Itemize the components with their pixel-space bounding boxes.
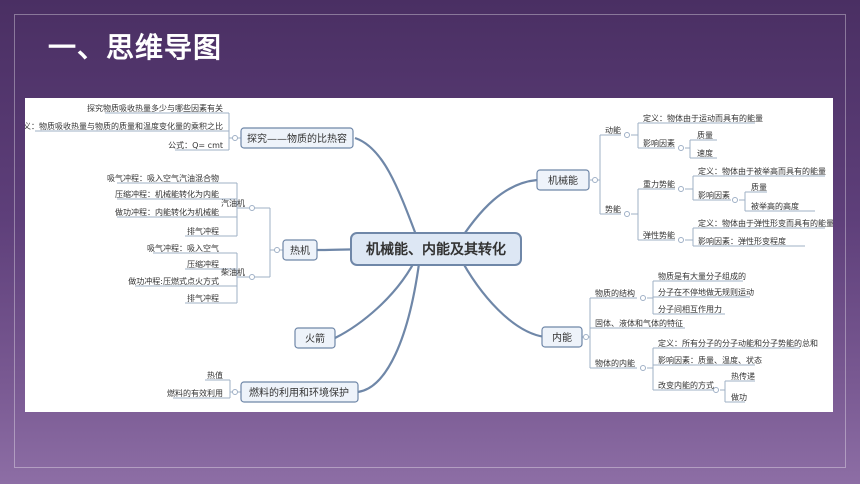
diesel-stroke: 吸气冲程：吸入空气: [147, 243, 219, 253]
center-box: [350, 232, 522, 266]
change-way: 做功: [731, 392, 747, 402]
node-gravity-potential: 重力势能: [643, 179, 675, 189]
gravity-factors: 影响因素: [698, 190, 730, 200]
kinetic-factor: 质量: [697, 130, 713, 140]
node-diesel: 柴油机: [221, 267, 245, 277]
slide-frame: [14, 14, 846, 468]
node-phases: 固体、液体和气体的特征: [595, 318, 683, 328]
elastic-factors: 影响因素：弹性形变程度: [698, 236, 786, 246]
mind-map-canvas: 机械能、内能及其转化 探究——物质的比热容 热机 火箭 燃料的利用和环境保护 探…: [25, 103, 833, 403]
node-elastic-potential: 弹性势能: [643, 230, 675, 240]
node-structure: 物质的结构: [595, 288, 635, 298]
gasoline-stroke: 压缩冲程：机械能转化为内能: [115, 189, 219, 199]
diesel-stroke: 排气冲程: [187, 293, 219, 303]
change-way: 热传递: [731, 371, 755, 381]
node-mechanical: 机械能: [548, 174, 578, 187]
node-object-internal: 物体的内能: [595, 358, 635, 368]
collapse-dots: [232, 132, 738, 395]
explore-leaf: 定义：物质吸收热量与物质的质量和温度变化量的乘积之比: [25, 121, 223, 131]
node-boxes: [240, 127, 590, 403]
internal-definition: 定义：所有分子的分子动能和分子势能的总和: [658, 338, 818, 348]
gravity-definition: 定义：物体由于被举高而具有的能量: [698, 166, 826, 176]
structure-item: 分子间相互作用力: [658, 304, 722, 314]
fuel-leaf: 燃料的有效利用: [167, 388, 223, 398]
explore-leaf: 探究物质吸收热量多少与哪些因素有关: [87, 103, 223, 113]
gasoline-stroke: 做功冲程：内能转化为机械能: [115, 207, 219, 217]
elastic-definition: 定义：物体由于弹性形变而具有的能量: [698, 218, 833, 228]
kinetic-definition: 定义：物体由于运动而具有的能量: [643, 113, 763, 123]
gravity-factor: 质量: [751, 182, 767, 192]
node-heat-engine: 热机: [290, 244, 310, 257]
fuel-leaf: 热值: [207, 370, 223, 380]
diesel-stroke: 做功冲程:压燃式点火方式: [128, 276, 219, 286]
structure-item: 分子在不停地做无规则运动: [658, 287, 754, 297]
node-fuel: 燃料的利用和环境保护: [249, 386, 349, 399]
mind-map: 机械能、内能及其转化 探究——物质的比热容 热机 火箭 燃料的利用和环境保护 探…: [25, 98, 833, 412]
connector-lines: [35, 112, 825, 403]
node-kinetic: 动能: [605, 125, 621, 135]
diesel-stroke: 压缩冲程: [187, 259, 219, 269]
node-gasoline: 汽油机: [221, 198, 245, 208]
gravity-factor: 被举高的高度: [751, 201, 799, 211]
internal-factors: 影响因素：质量、温度、状态: [658, 355, 762, 365]
explore-leaf: 公式：Q= cmt: [168, 140, 223, 150]
node-explore: 探究——物质的比热容: [247, 132, 347, 145]
structure-item: 物质是有大量分子组成的: [658, 271, 746, 281]
node-potential: 势能: [605, 204, 621, 214]
slide-title: 一、思维导图: [48, 31, 223, 64]
node-rocket: 火箭: [305, 332, 325, 345]
node-internal: 内能: [552, 331, 572, 344]
node-change-internal: 改变内能的方式: [658, 380, 714, 390]
gasoline-stroke: 吸气冲程：吸入空气汽油混合物: [107, 173, 219, 183]
kinetic-factors: 影响因素: [643, 138, 675, 148]
gasoline-stroke: 排气冲程: [187, 226, 219, 236]
center-topic: 机械能、内能及其转化: [366, 241, 506, 258]
kinetic-factor: 速度: [697, 148, 713, 158]
